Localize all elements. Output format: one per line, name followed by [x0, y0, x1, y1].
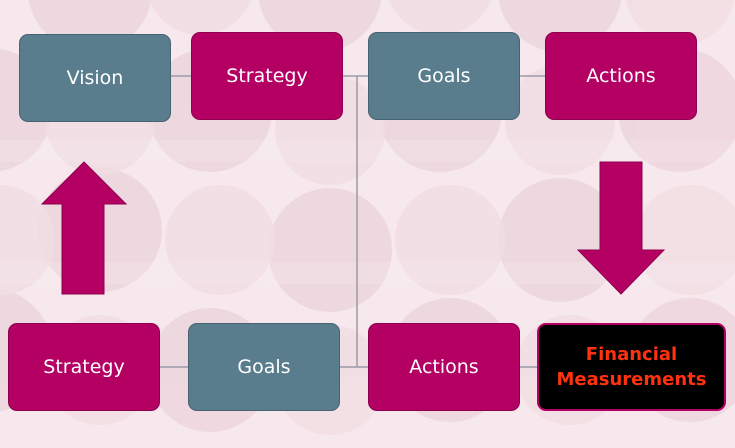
financial-measurements-label: Financial Measurements	[556, 343, 707, 390]
actions-box-top: Actions	[545, 32, 697, 120]
goals-label-top: Goals	[417, 64, 471, 87]
vision-label: Vision	[66, 66, 124, 89]
actions-box-bottom: Actions	[368, 323, 520, 411]
strategy-box-bottom: Strategy	[8, 323, 160, 411]
strategy-label-top: Strategy	[226, 64, 308, 87]
goals-box-top: Goals	[368, 32, 520, 120]
actions-label-bottom: Actions	[409, 355, 479, 378]
strategy-label-bottom: Strategy	[43, 355, 125, 378]
goals-label-bottom: Goals	[237, 355, 291, 378]
goals-box-bottom: Goals	[188, 323, 340, 411]
financial-measurements-box: Financial Measurements	[537, 323, 726, 411]
down-arrow-icon	[576, 161, 666, 295]
up-arrow-icon	[40, 161, 128, 295]
actions-label-top: Actions	[586, 64, 656, 87]
strategy-box-top: Strategy	[191, 32, 343, 120]
vision-box: Vision	[19, 34, 171, 122]
